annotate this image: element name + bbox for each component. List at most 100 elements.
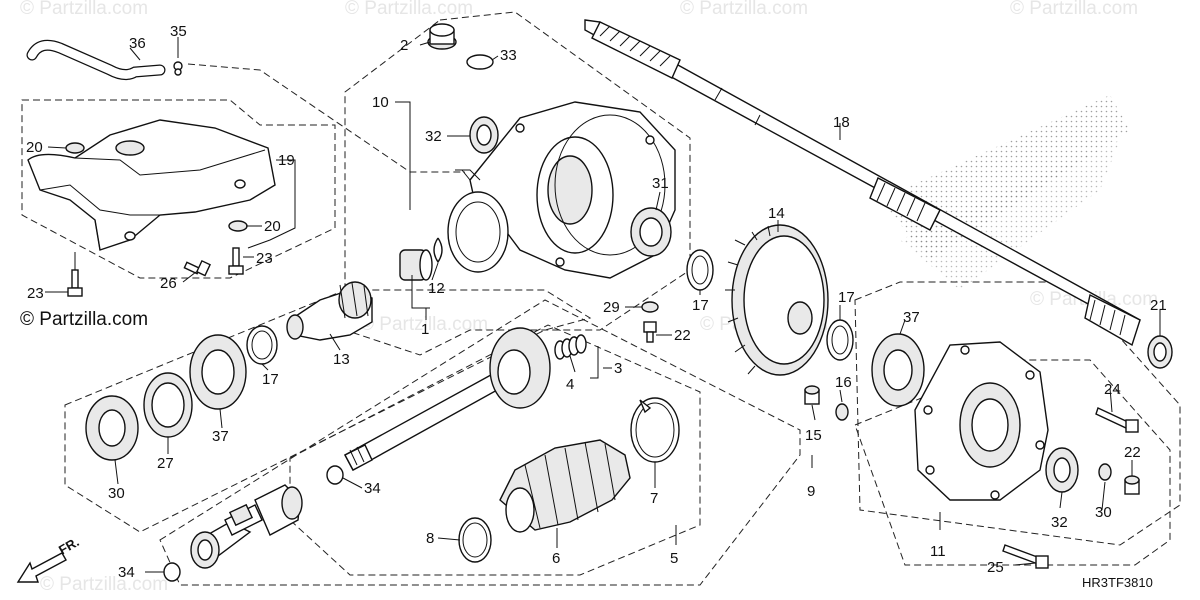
watermark: © Partzilla.com bbox=[20, 309, 148, 330]
callout-19: 19 bbox=[278, 152, 295, 169]
watermark-faint: © Partzilla.com bbox=[680, 0, 808, 19]
callout-11: 11 bbox=[930, 543, 946, 560]
callout-35: 35 bbox=[170, 23, 187, 40]
watermark-faint: © Partzilla.com bbox=[345, 0, 473, 19]
front-direction-arrow-icon bbox=[16, 552, 67, 583]
leader-lines bbox=[45, 37, 1161, 573]
callout-20: 20 bbox=[264, 218, 281, 235]
flange-bolt bbox=[1002, 544, 1049, 569]
o-ring bbox=[163, 562, 181, 582]
group-outline-shaft bbox=[64, 289, 592, 533]
callout-2: 2 bbox=[400, 37, 408, 54]
flange-bolt bbox=[1095, 407, 1139, 433]
callout-7: 7 bbox=[650, 490, 658, 507]
callout-17: 17 bbox=[262, 371, 279, 388]
callout-37: 37 bbox=[903, 309, 920, 326]
callout-34: 34 bbox=[364, 480, 381, 497]
grommet bbox=[228, 220, 248, 232]
callout-25: 25 bbox=[987, 559, 1004, 576]
washer bbox=[835, 403, 849, 421]
group-outline-case bbox=[344, 11, 691, 356]
bearing bbox=[189, 334, 247, 410]
callout-14: 14 bbox=[768, 205, 785, 222]
hose-clip bbox=[173, 61, 183, 76]
callout-16: 16 bbox=[835, 374, 852, 391]
callout-17: 17 bbox=[838, 289, 855, 306]
pinion-gear bbox=[286, 281, 373, 341]
callout-28: 30 bbox=[1095, 504, 1112, 521]
boot bbox=[499, 439, 631, 533]
callout-34: 34 bbox=[118, 564, 135, 581]
callout-27: 27 bbox=[157, 455, 174, 472]
group-outline-shaft-right bbox=[854, 359, 1171, 566]
callout-24: 24 bbox=[1104, 381, 1121, 398]
sealing-washer bbox=[641, 301, 659, 313]
callout-29: 31 bbox=[652, 175, 669, 192]
rear-axle bbox=[584, 19, 1141, 347]
watermark-faint: © Partzilla.com bbox=[20, 0, 148, 19]
callout-22: 22 bbox=[1124, 444, 1141, 461]
callout-4: 4 bbox=[566, 376, 574, 393]
bolt bbox=[67, 269, 83, 297]
boot-band bbox=[630, 397, 680, 463]
cap bbox=[427, 23, 457, 50]
callout-6: 6 bbox=[552, 550, 560, 567]
circlip bbox=[433, 237, 443, 264]
bolt bbox=[183, 259, 211, 277]
group-outline-cover-right bbox=[854, 281, 1181, 546]
callout-12: 12 bbox=[428, 280, 445, 297]
axle-seal bbox=[1147, 335, 1173, 369]
callout-23: 23 bbox=[256, 250, 273, 267]
callout-21: 21 bbox=[1150, 297, 1167, 314]
oil-seal bbox=[469, 116, 499, 154]
breather-hose bbox=[26, 39, 166, 81]
watermark-faint: © Partzilla.com bbox=[1010, 0, 1138, 19]
ring-gear bbox=[725, 224, 829, 376]
drain-bolt bbox=[643, 321, 657, 343]
hatch-pattern bbox=[880, 95, 1130, 290]
needle-bearing bbox=[399, 249, 433, 281]
propeller-shaft bbox=[344, 327, 551, 471]
bearing-race bbox=[143, 372, 193, 438]
callout-31: 32 bbox=[425, 128, 442, 145]
final-gear-case bbox=[447, 101, 676, 279]
callout-3: 3 bbox=[614, 360, 622, 377]
callout-17: 17 bbox=[692, 297, 709, 314]
guard-plate bbox=[27, 119, 276, 251]
callout-10: 10 bbox=[372, 94, 389, 111]
o-ring bbox=[466, 54, 494, 70]
sealing-washer bbox=[1098, 463, 1112, 481]
oil-seal bbox=[1045, 447, 1079, 493]
callout-18: 18 bbox=[833, 114, 850, 131]
group-outline-cover bbox=[21, 99, 336, 279]
drain-bolt bbox=[1124, 475, 1140, 495]
o-ring bbox=[326, 465, 344, 485]
boot-band bbox=[458, 517, 492, 563]
callout-13: 13 bbox=[333, 351, 350, 368]
bearing bbox=[630, 207, 672, 257]
watermark-faint: © Partzilla.com bbox=[360, 314, 488, 335]
callout-33: 33 bbox=[500, 47, 517, 64]
callout-37: 37 bbox=[212, 428, 229, 445]
callout-8: 8 bbox=[426, 530, 434, 547]
drawing-code: HR3TF3810 bbox=[1082, 575, 1153, 590]
callout-1: 1 bbox=[421, 321, 429, 338]
gear-case-cover bbox=[914, 341, 1049, 501]
callout-28: 29 bbox=[603, 299, 620, 316]
callout-20: 20 bbox=[26, 139, 43, 156]
callout-26: 26 bbox=[160, 275, 177, 292]
callout-9: 9 bbox=[807, 483, 815, 500]
spring bbox=[554, 334, 587, 360]
callout-5: 5 bbox=[670, 550, 678, 567]
universal-joint bbox=[190, 484, 303, 569]
callout-15: 15 bbox=[805, 427, 822, 444]
grommet bbox=[65, 142, 85, 154]
callout-36: 36 bbox=[129, 35, 146, 52]
bearing bbox=[871, 333, 925, 407]
oil-seal bbox=[85, 395, 139, 461]
callout-23: 23 bbox=[27, 285, 44, 302]
callout-30: 30 bbox=[108, 485, 125, 502]
callout-22: 22 bbox=[674, 327, 691, 344]
